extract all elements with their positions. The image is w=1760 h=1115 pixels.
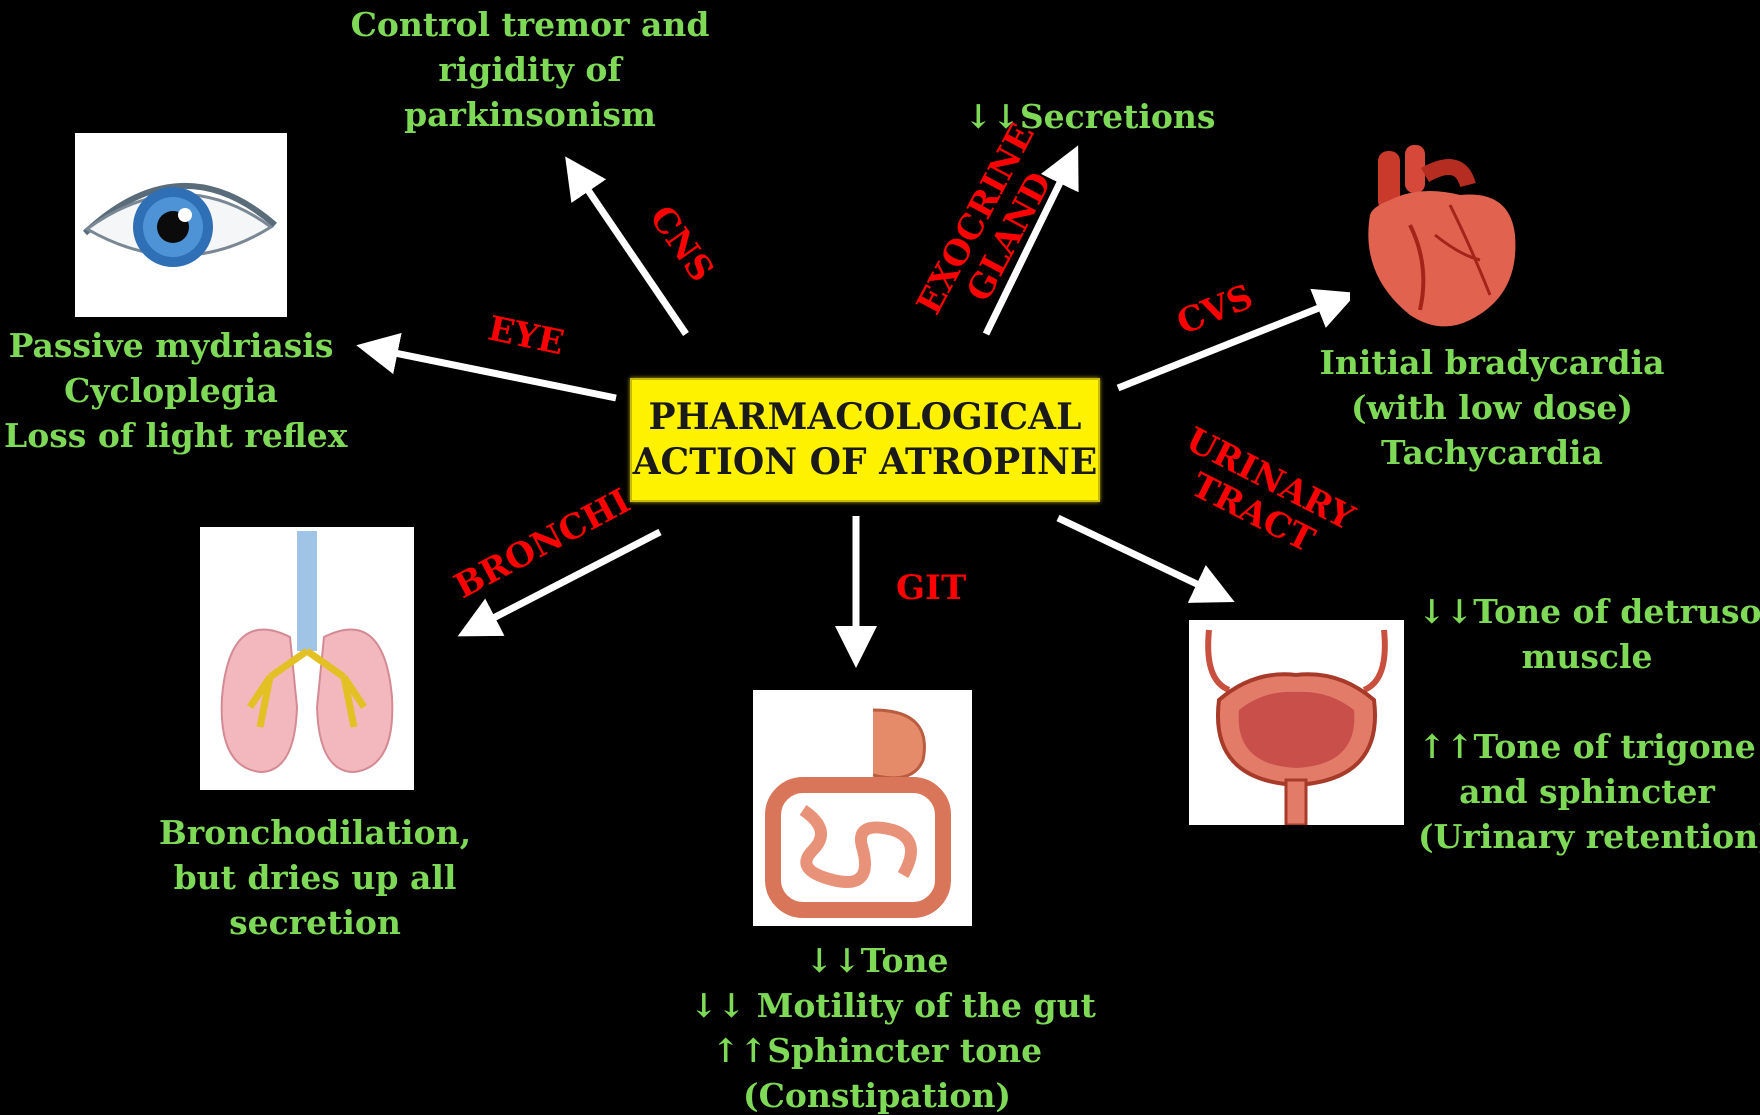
effects-git: ↓↓Tone ↓↓ Motility of the gut ↑↑Sphincte… <box>690 938 1064 1115</box>
effect-line: ↑↑Tone of trigone <box>1418 724 1756 769</box>
arrow-urinary <box>1058 518 1222 596</box>
effects-bronchi: Bronchodilation, but dries up all secret… <box>150 810 480 945</box>
effects-eye: Passive mydriasis Cycloplegia Loss of li… <box>4 323 338 458</box>
eye-icon <box>75 133 287 317</box>
effect-line: Control tremor and <box>350 2 710 47</box>
effect-line: (Constipation) <box>690 1073 1064 1115</box>
effect-line: Bronchodilation, <box>150 810 480 855</box>
effects-cns: Control tremor and rigidity of parkinson… <box>350 2 710 137</box>
effect-line <box>1418 679 1756 724</box>
effect-line: Tachycardia <box>1312 430 1672 475</box>
effect-line: ↓↓Tone of detrusor <box>1418 589 1756 634</box>
effect-line: ↑↑Sphincter tone <box>690 1028 1064 1073</box>
effect-line: (with low dose) <box>1312 385 1672 430</box>
intestine-icon <box>753 690 972 926</box>
bladder-icon <box>1189 620 1404 825</box>
center-title-line1: PHARMACOLOGICAL <box>649 395 1082 440</box>
effect-line: ↓↓ Motility of the gut <box>690 983 1064 1028</box>
arrow-eye <box>370 348 616 398</box>
effect-line: and sphincter <box>1418 769 1756 814</box>
lungs-icon <box>200 527 414 790</box>
effect-line: ↓↓Tone <box>690 938 1064 983</box>
effect-line: Passive mydriasis <box>4 323 338 368</box>
center-title-line2: ACTION OF ATROPINE <box>633 440 1098 485</box>
heart-icon <box>1350 145 1530 335</box>
effect-line: (Urinary retention) <box>1418 814 1756 859</box>
effect-line: parkinsonism <box>350 92 710 137</box>
effect-line: Cycloplegia <box>4 368 338 413</box>
effect-line: muscle <box>1418 634 1756 679</box>
effect-line: but dries up all <box>150 855 480 900</box>
effects-exocrine: ↓↓Secretions <box>960 94 1220 139</box>
effect-line: Initial bradycardia <box>1312 340 1672 385</box>
effects-cvs: Initial bradycardia (with low dose) Tach… <box>1312 340 1672 475</box>
effect-line: rigidity of <box>350 47 710 92</box>
effect-line: ↓↓Secretions <box>960 94 1220 139</box>
organ-label-git: GIT <box>896 568 966 608</box>
center-title-box: PHARMACOLOGICAL ACTION OF ATROPINE <box>630 378 1100 502</box>
effect-line: secretion <box>150 900 480 945</box>
effects-urinary: ↓↓Tone of detrusor muscle ↑↑Tone of trig… <box>1418 589 1756 859</box>
effect-line: Loss of light reflex <box>4 413 338 458</box>
